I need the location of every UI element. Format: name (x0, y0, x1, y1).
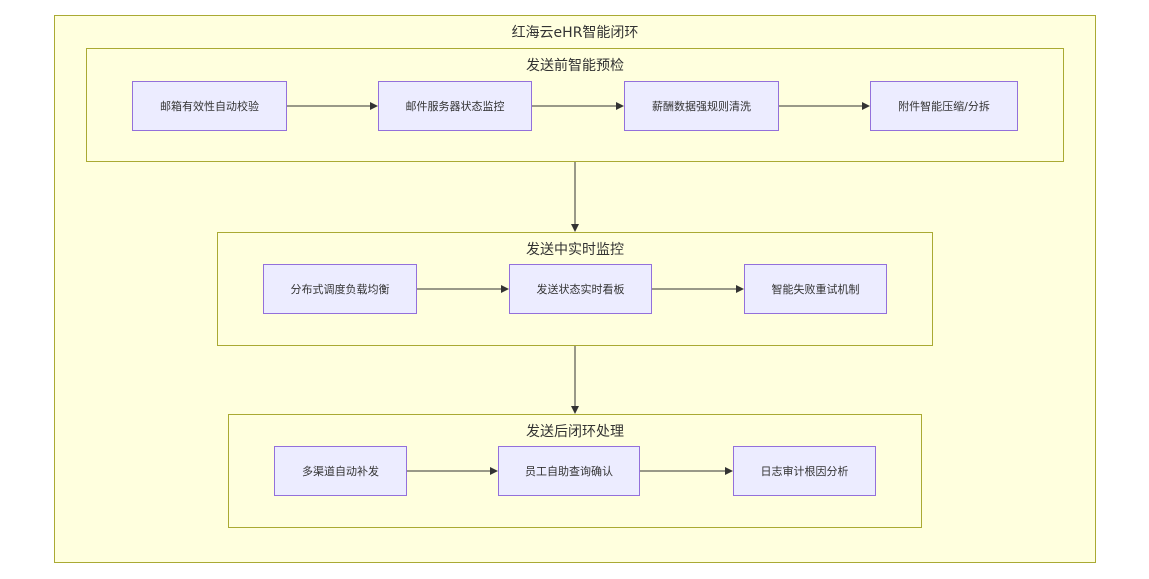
node-attachment-compress: 附件智能压缩/分拆 (870, 81, 1018, 131)
node-retry-mechanism: 智能失败重试机制 (744, 264, 887, 314)
node-mail-server-monitor: 邮件服务器状态监控 (378, 81, 532, 131)
group-in-send-title: 发送中实时监控 (526, 242, 624, 258)
group-pre-send-title: 发送前智能预检 (526, 58, 624, 74)
node-employee-self-query: 员工自助查询确认 (498, 446, 640, 496)
group-post-send-title: 发送后闭环处理 (526, 424, 624, 440)
outer-cluster-title: 红海云eHR智能闭环 (511, 25, 639, 41)
node-status-dashboard: 发送状态实时看板 (509, 264, 652, 314)
node-load-balancing: 分布式调度负载均衡 (263, 264, 417, 314)
node-log-audit-analysis: 日志审计根因分析 (733, 446, 876, 496)
node-email-validation: 邮箱有效性自动校验 (132, 81, 287, 131)
node-salary-data-cleansing: 薪酬数据强规则清洗 (624, 81, 779, 131)
node-multichannel-resend: 多渠道自动补发 (274, 446, 407, 496)
